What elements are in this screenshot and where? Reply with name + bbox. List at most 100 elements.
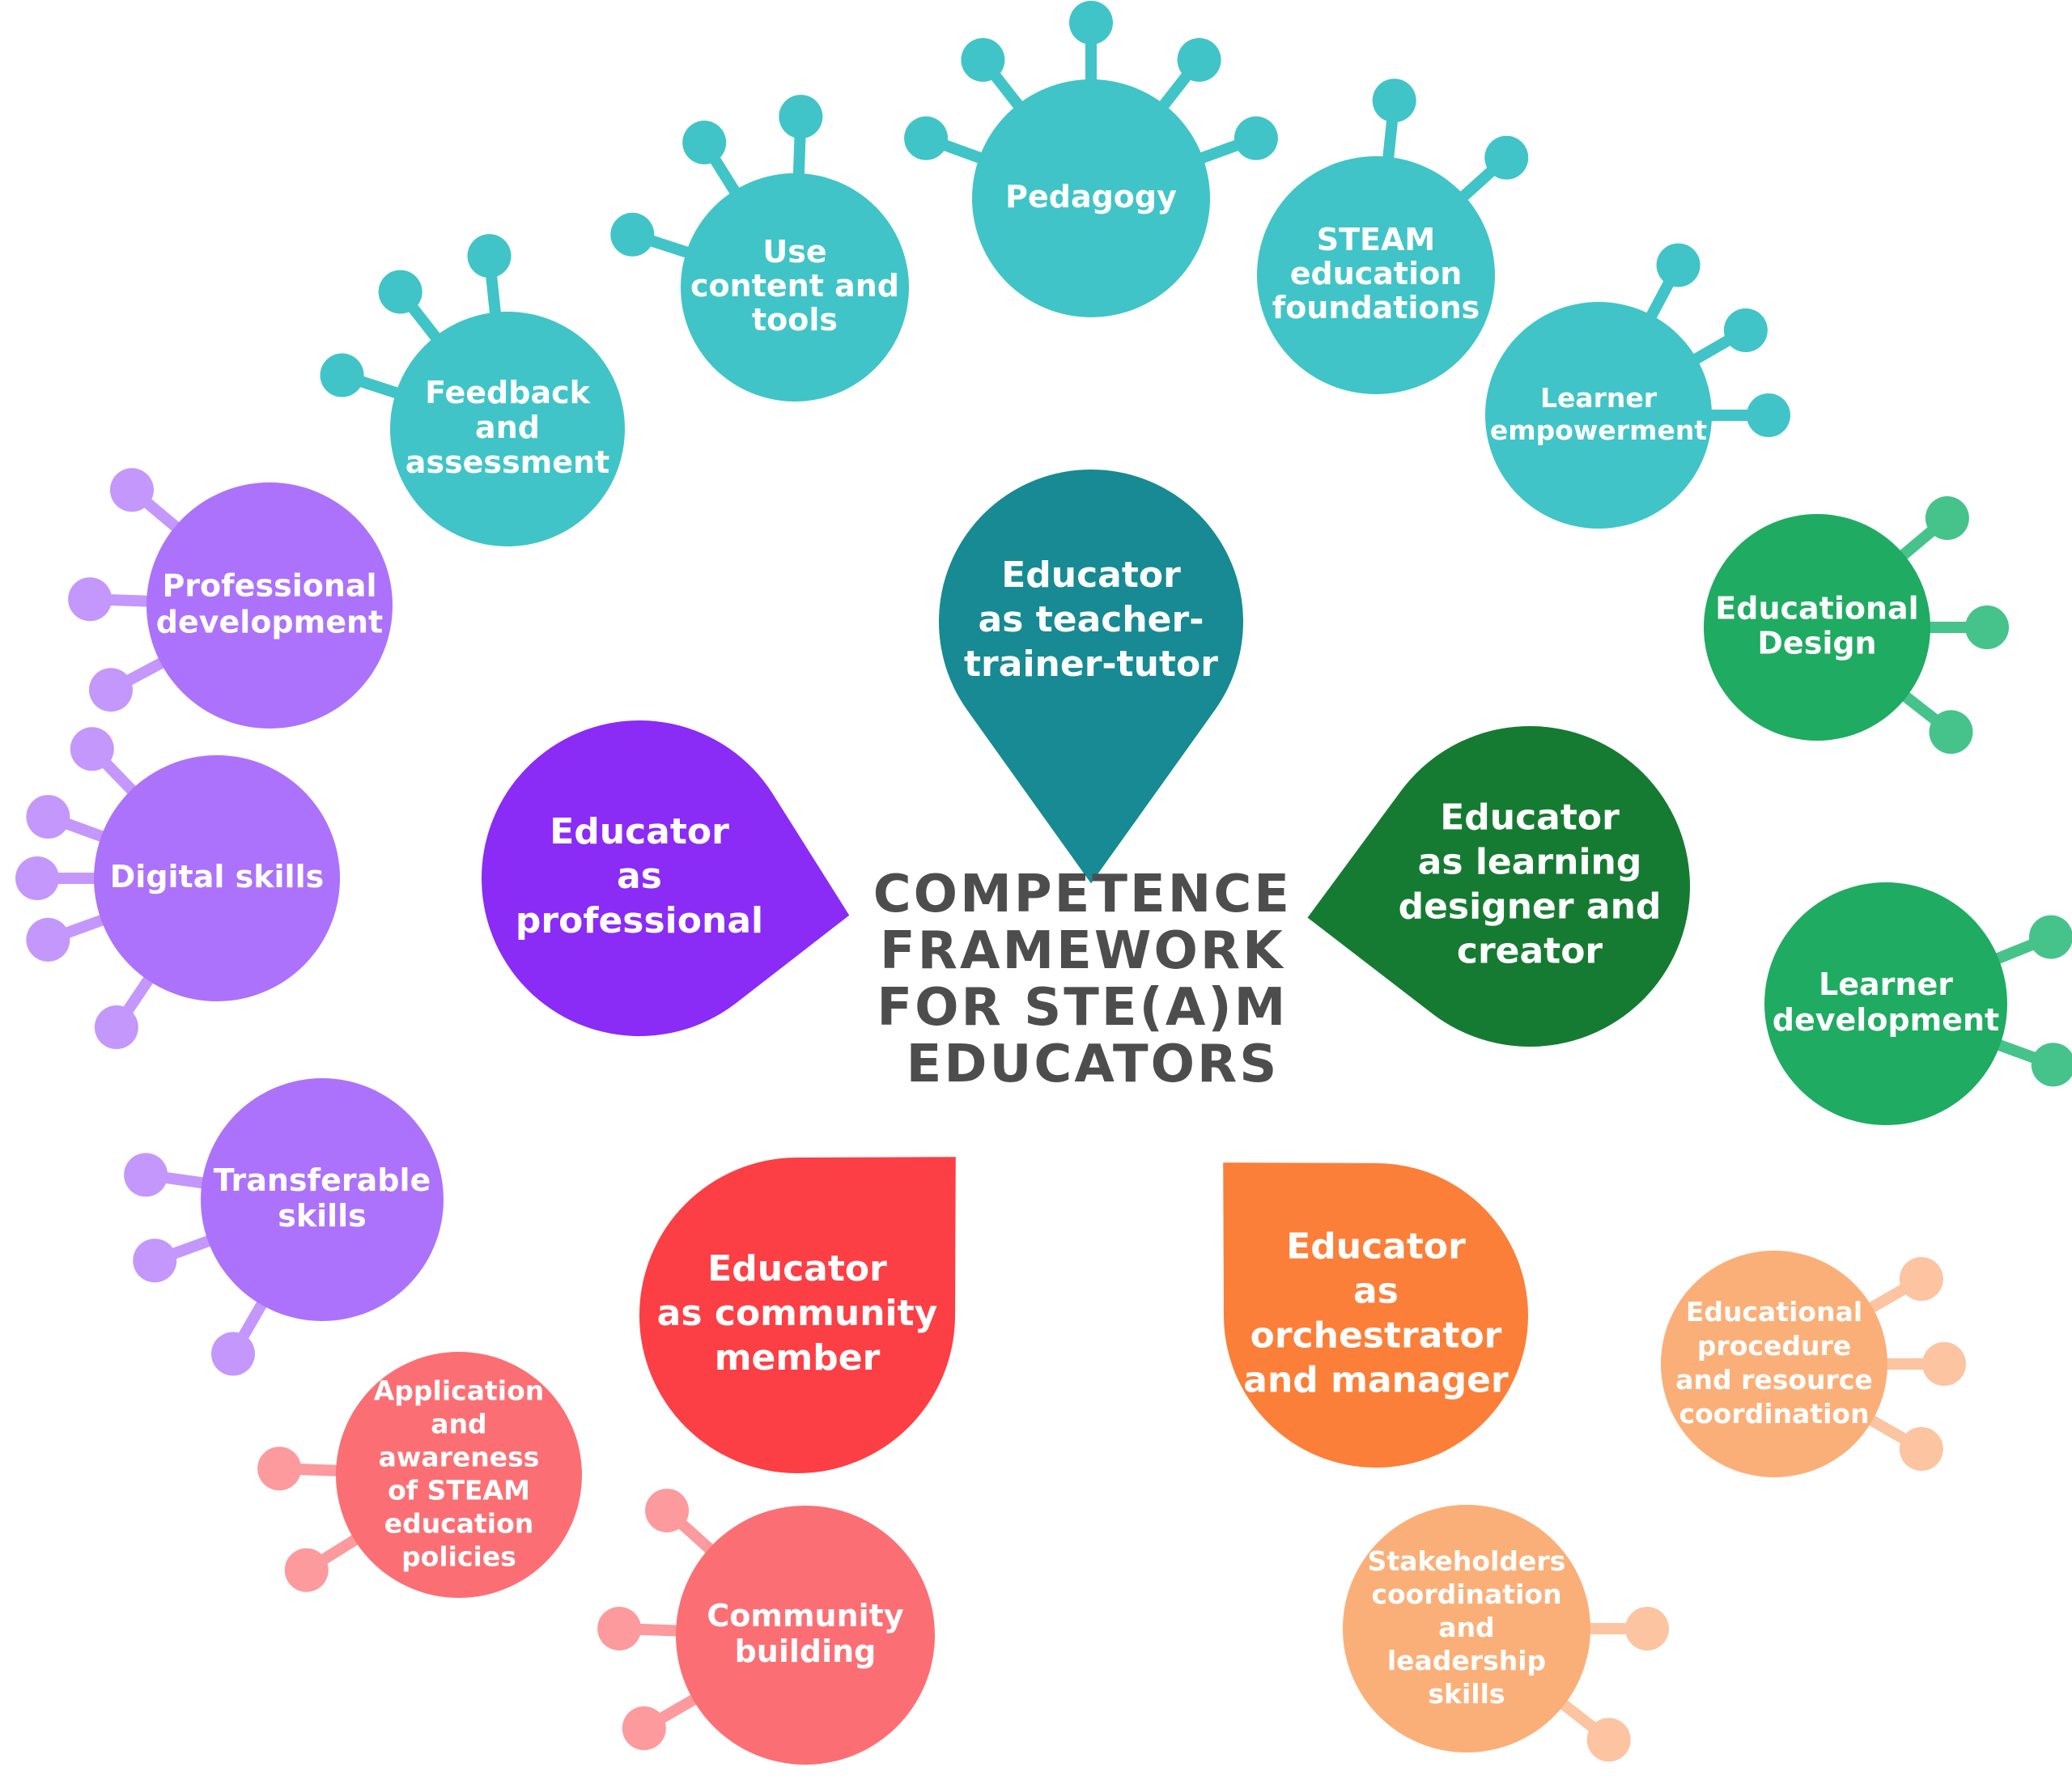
- feedback-assessment-label-line: Feedback: [425, 375, 591, 410]
- learner-empowerment-label-line: Learner: [1540, 382, 1658, 414]
- pedagogy-spoke-dot: [1233, 116, 1278, 160]
- role-orchestrator-label-line: orchestrator: [1250, 1315, 1502, 1357]
- transferable-skills-circle: [201, 1078, 444, 1321]
- digital-skills-spoke-dot: [15, 856, 59, 900]
- educational-design-label-line: Design: [1757, 625, 1876, 661]
- procedure-resource-spoke-dot: [1899, 1427, 1943, 1471]
- educational-design-spoke-dot: [1925, 496, 1969, 541]
- stakeholders-coordination-label-line: leadership: [1387, 1645, 1546, 1676]
- use-content-tools-label-line: Use: [762, 234, 826, 270]
- learner-empowerment-circle: [1485, 302, 1712, 529]
- community-building-label-line: Community: [707, 1598, 903, 1634]
- community-building-spoke-dot: [645, 1489, 690, 1533]
- procedure-resource-circle: [1661, 1251, 1887, 1477]
- community-building-spoke-dot: [597, 1606, 642, 1651]
- procedure-resource-label-line: coordination: [1679, 1398, 1869, 1430]
- role-orchestrator-shape: [1223, 1162, 1528, 1468]
- professional-development-label-line: development: [156, 604, 383, 639]
- title-line-4: EDUCATORS: [906, 1035, 1280, 1094]
- role-teacher-label-line: as teacher-: [979, 599, 1204, 640]
- steam-foundations-label-line: education: [1290, 256, 1463, 291]
- role-professional-shape: [482, 720, 850, 1037]
- community-building-spoke-dot: [622, 1706, 666, 1750]
- steam-policies-label-line: policies: [401, 1540, 516, 1572]
- steam-policies-label-line: of STEAM: [388, 1474, 530, 1506]
- pedagogy-spoke-dot: [961, 38, 1005, 83]
- stakeholders-coordination-circle: [1343, 1505, 1590, 1753]
- digital-skills-spoke-dot: [94, 1005, 138, 1050]
- steam-policies-label-line: awareness: [379, 1441, 540, 1472]
- transferable-skills-spoke-dot: [133, 1239, 177, 1283]
- professional-development-circle: [146, 482, 393, 729]
- stakeholders-coordination-label-line: and: [1438, 1612, 1494, 1643]
- pedagogy-label-line: Pedagogy: [1005, 179, 1177, 215]
- professional-development-spoke-dot: [68, 577, 113, 622]
- feedback-assessment-circle: [390, 312, 625, 546]
- framework-title: COMPETENCE FRAMEWORK FOR STE(A)M EDUCATO…: [873, 865, 1313, 1094]
- steam-foundations-spoke-dot: [1484, 135, 1529, 180]
- feedback-assessment-label-line: and: [475, 410, 540, 445]
- role-teacher-label-line: trainer-tutor: [964, 644, 1218, 685]
- digital-skills-bubble: Digital skills: [94, 755, 340, 1001]
- stakeholders-coordination-label-line: Stakeholders: [1368, 1545, 1566, 1577]
- educational-design-spoke-dot: [1929, 710, 1973, 754]
- stakeholders-coordination-label-line: skills: [1428, 1678, 1505, 1710]
- educational-design-label-line: Educational: [1715, 590, 1918, 626]
- learner-development-spoke-dot: [2031, 1043, 2072, 1087]
- use-content-tools-spoke-dot: [779, 95, 823, 139]
- role-orchestrator-label-line: Educator: [1286, 1226, 1466, 1268]
- use-content-tools-label-line: content and: [690, 268, 899, 304]
- role-community-label-line: member: [715, 1337, 881, 1379]
- role-designer-label-line: as learning: [1418, 842, 1642, 883]
- professional-development-spoke-dot: [88, 668, 133, 712]
- procedure-resource-spoke-dot: [1922, 1342, 1966, 1386]
- transferable-skills-spoke-dot: [211, 1332, 255, 1376]
- professional-development-spoke-dot: [109, 468, 154, 512]
- digital-skills-label-line: Digital skills: [110, 859, 324, 894]
- use-content-tools-spoke-dot: [610, 212, 655, 257]
- steam-policies-circle: [336, 1352, 582, 1598]
- role-designer-label-line: Educator: [1440, 797, 1620, 839]
- educational-design-spoke-dot: [1965, 605, 2009, 649]
- learner-development-label-line: development: [1773, 1002, 1999, 1038]
- digital-skills-spoke-dot: [26, 917, 70, 962]
- learner-empowerment-spoke-dot: [1656, 243, 1700, 287]
- educational-design-circle: [1704, 514, 1930, 741]
- learner-empowerment-spoke-dot: [1723, 308, 1768, 352]
- steam-foundations-spoke-dot: [1372, 79, 1416, 123]
- role-community-shape: [639, 1157, 956, 1473]
- title-line-3: FOR STE(A)M: [877, 978, 1288, 1038]
- digital-skills-spoke-dot: [70, 727, 114, 771]
- procedure-resource-label-line: Educational: [1686, 1296, 1862, 1328]
- steam-policies-spoke-dot: [257, 1447, 302, 1491]
- pedagogy-spoke-dot: [1177, 38, 1221, 83]
- feedback-assessment-spoke-dot: [467, 234, 512, 278]
- pedagogy-circle: [972, 79, 1210, 317]
- feedback-assessment-spoke-dot: [320, 353, 364, 397]
- digital-skills-label: Digital skills: [110, 859, 324, 894]
